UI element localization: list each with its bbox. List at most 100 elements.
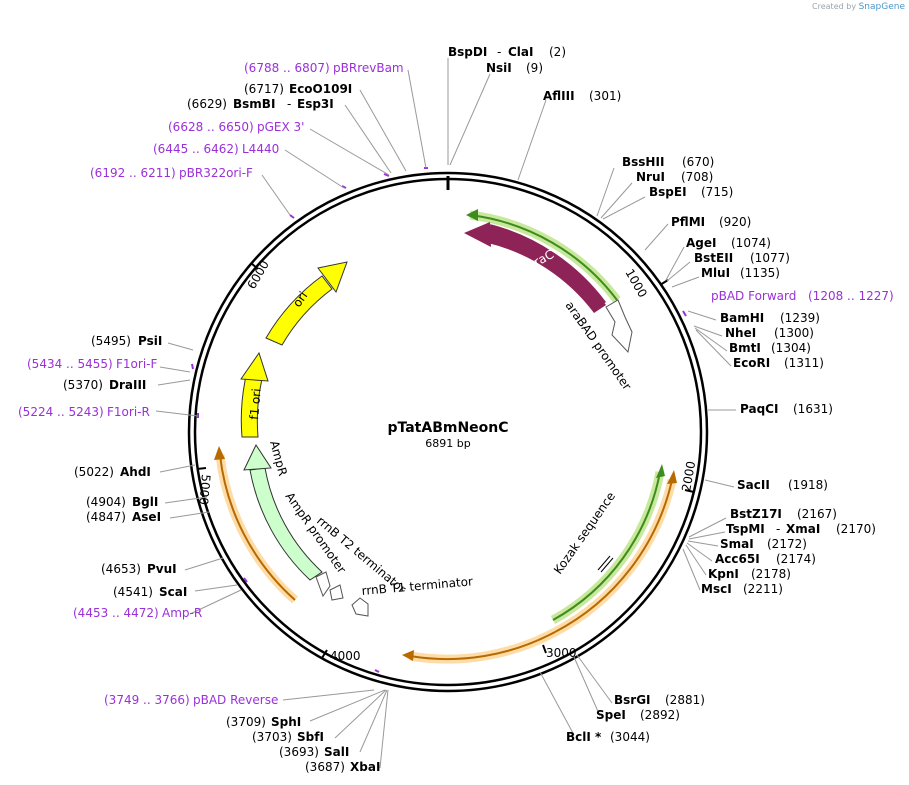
site-name-BsmBI: BsmBI	[233, 97, 275, 111]
site-name-BamHI: BamHI	[720, 311, 764, 325]
kozak-mark-2	[600, 557, 614, 573]
site-pos-BmtI: (1304)	[771, 341, 811, 355]
primer-range-L4440: (6445 .. 6462)	[153, 142, 239, 156]
site-sep-TspMI: -	[776, 522, 780, 536]
feature-label-f1ori: f1 ori	[247, 388, 264, 420]
site-pos-SmaI: (2172)	[767, 537, 807, 551]
site-pos-XbaI: (3687)	[305, 760, 345, 774]
site-name-EcoRI: EcoRI	[733, 356, 770, 370]
site-pos-BspEI: (715)	[701, 185, 733, 199]
site-name-SacII: SacII	[737, 478, 770, 492]
site-pos-EcoRI: (1311)	[784, 356, 824, 370]
site-pos-BclI: (3044)	[610, 730, 650, 744]
orange-feature-bottom-line	[409, 631, 556, 661]
orange-feature-bottom-arrowhead	[402, 650, 414, 661]
primer-name-F1ori-R: F1ori-R	[107, 405, 150, 419]
tick-label-3000: 3000	[546, 646, 577, 660]
araC-arrowhead	[464, 222, 491, 247]
site-pos-KpnI: (2178)	[751, 567, 791, 581]
green-feature-right-arrowhead	[656, 464, 665, 478]
site-name-BstEII: BstEII	[694, 251, 733, 265]
backbone-outer	[187, 171, 709, 693]
feature-label-AmpR: AmpR	[267, 439, 290, 477]
primer-name-L4440: L4440	[242, 142, 279, 156]
site-pos-AseI: (4847)	[86, 510, 126, 524]
site-pos-EcoO109I: (6717)	[244, 82, 284, 96]
site-pos-BstZ17I: (2167)	[797, 507, 837, 521]
site-pos-SalI: (3693)	[279, 745, 319, 759]
site-name-NruI: NruI	[636, 170, 665, 184]
primer-name-pBRrevBam: pBRrevBam	[333, 61, 404, 75]
enzyme-labels: BspDI - ClaI (2) NsiI (9) AflIII (301) B…	[448, 45, 894, 744]
rrnB-T2-arrow	[329, 584, 344, 601]
site-pos-BglI: (4904)	[86, 495, 126, 509]
primer-range-Amp-R: (4453 .. 4472)	[73, 606, 159, 620]
site-pos-PsiI: (5495)	[91, 334, 131, 348]
site-name-AflIII: AflIII	[543, 89, 575, 103]
plasmid-name: pTatABmNeonC	[387, 420, 508, 436]
site-pos-MscI: (2211)	[743, 582, 783, 596]
site-name-AhdI: AhdI	[120, 465, 151, 479]
primer-name-Amp-R: Amp-R	[162, 606, 202, 620]
primer-range-pBAD-forward: (1208 .. 1227)	[808, 289, 894, 303]
tick-label-2000: 2000	[679, 460, 698, 493]
site-name-MscI: MscI	[701, 582, 732, 596]
tick-label-1000: 1000	[622, 267, 649, 300]
site-sep-BspDI: -	[497, 45, 501, 59]
site-name-MluI: MluI	[701, 266, 730, 280]
site-name-XmaI: XmaI	[786, 522, 820, 536]
green-feature-top-arrowhead	[466, 209, 478, 221]
site-pos-SbfI: (3703)	[252, 730, 292, 744]
primer-marks	[191, 167, 687, 673]
site-name-PflMI: PflMI	[671, 215, 705, 229]
site-name-SphI: SphI	[271, 715, 301, 729]
tick-label-5000: 5000	[196, 474, 213, 506]
primer-range-pBAD-reverse: (3749 .. 3766)	[104, 693, 190, 707]
site-pos-AhdI: (5022)	[74, 465, 114, 479]
site-pos-TspMI: (2170)	[836, 522, 876, 536]
site-name-TspMI: TspMI	[726, 522, 765, 536]
site-name-DraIII: DraIII	[109, 378, 146, 392]
site-name-AseI: AseI	[132, 510, 161, 524]
site-name-EcoO109I: EcoO109I	[289, 82, 352, 96]
site-pos-SphI: (3709)	[226, 715, 266, 729]
site-pos-AgeI: (1074)	[731, 236, 771, 250]
green-feature-top-line	[469, 214, 618, 301]
green-feature-right-line	[552, 471, 661, 621]
site-pos-BsmBI: (6629)	[187, 97, 227, 111]
site-pos-PvuI: (4653)	[101, 562, 141, 576]
site-name-BspEI: BspEI	[649, 185, 687, 199]
site-pos-BamHI: (1239)	[780, 311, 820, 325]
orange-feature-right-line	[554, 479, 673, 633]
plasmid-size: 6891 bp	[425, 437, 470, 450]
scale-ticks	[196, 262, 695, 659]
site-name-Esp3I: Esp3I	[297, 97, 334, 111]
site-name-ScaI: ScaI	[159, 585, 187, 599]
ori-feature	[265, 275, 333, 346]
primer-range-F1ori-R: (5224 .. 5243)	[18, 405, 104, 419]
AmpR-arrowhead	[243, 443, 272, 471]
primer-name-F1ori-F: F1ori-F	[116, 357, 157, 371]
primer-range-pBRrevBam: (6788 .. 6807)	[244, 61, 330, 75]
primer-name-pBR322ori-F: pBR322ori-F	[179, 166, 253, 180]
site-name-BstZ17I: BstZ17I	[730, 507, 782, 521]
site-name-PvuI: PvuI	[147, 562, 177, 576]
kozak-mark-1	[597, 555, 611, 571]
orange-feature-left-arrowhead	[214, 446, 225, 460]
site-name-BmtI: BmtI	[729, 341, 761, 355]
primer-range-F1ori-F: (5434 .. 5455)	[27, 357, 113, 371]
site-name-SalI: SalI	[324, 745, 349, 759]
site-pos-NsiI: (9)	[526, 61, 543, 75]
rrnB-T1-arrow	[351, 597, 369, 617]
AmpR-promoter-arrow	[315, 571, 331, 598]
orange-feature-left-line	[219, 454, 296, 601]
orange-feature-bottom	[409, 628, 558, 664]
site-pos-MluI: (1135)	[740, 266, 780, 280]
site-name-PsiI: PsiI	[138, 334, 162, 348]
site-pos-NruI: (708)	[681, 170, 713, 184]
site-name-XbaI: XbaI	[350, 760, 380, 774]
site-name-SpeI: SpeI	[596, 708, 626, 722]
site-name-SbfI: SbfI	[297, 730, 324, 744]
left-labels: (3687) XbaI (3693) SalI (3703) SbfI (370…	[18, 61, 404, 774]
site-pos-AflIII: (301)	[589, 89, 621, 103]
